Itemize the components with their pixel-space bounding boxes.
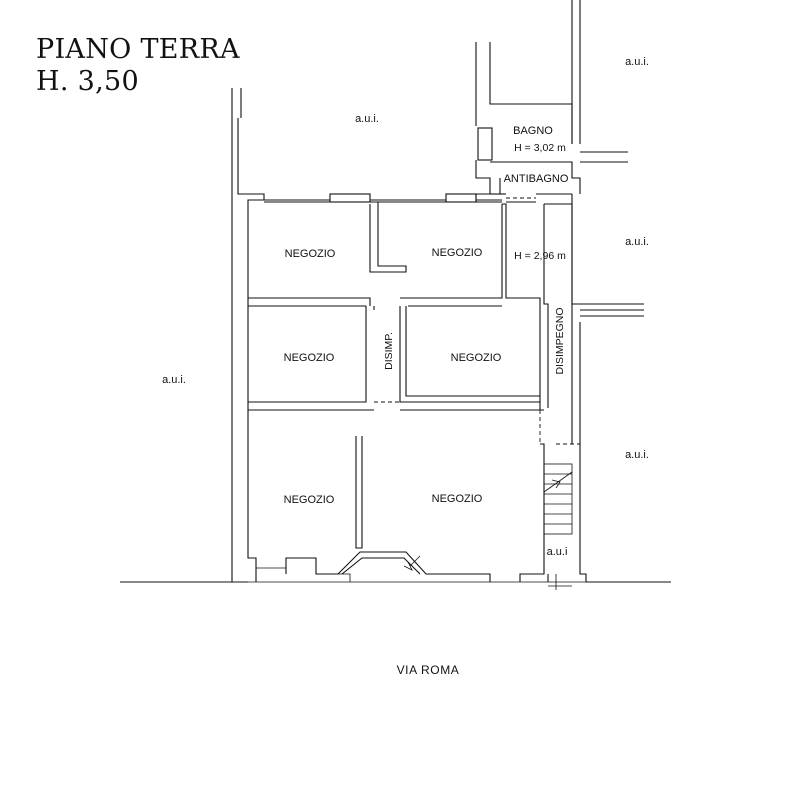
- aui-left-label: a.u.i.: [162, 374, 186, 386]
- room-negozio-6-label: NEGOZIO: [432, 493, 483, 505]
- room-disimpegno-label: DISIMPEGNO: [554, 307, 566, 374]
- room-negozio-3-label: NEGOZIO: [284, 352, 335, 364]
- facade-entrance: [285, 551, 572, 590]
- top-wall: [264, 193, 502, 203]
- room-bagno-height: H = 3,02 m: [514, 142, 566, 154]
- shop-partitions: [248, 202, 572, 575]
- room-bagno-label: BAGNO: [513, 125, 553, 137]
- room-disimp-label: DISIMP.: [383, 332, 395, 370]
- room-negozio-1-label: NEGOZIO: [285, 248, 336, 260]
- room-negozio-2-label: NEGOZIO: [432, 247, 483, 259]
- staircase: [543, 443, 580, 535]
- aui-lower-right-label: a.u.i.: [625, 449, 649, 461]
- plan-height: H. 3,50: [36, 66, 139, 97]
- aui-bottom-small-label: a.u.i: [547, 546, 568, 558]
- aui-top-center-label: a.u.i.: [355, 113, 379, 125]
- room-negozio-5-label: NEGOZIO: [284, 494, 335, 506]
- room-disimpegno-height: H = 2,96 m: [514, 250, 566, 262]
- aui-mid-right-label: a.u.i.: [625, 236, 649, 248]
- right-neighbour-walls: [571, 0, 644, 582]
- aui-top-right-label: a.u.i.: [625, 56, 649, 68]
- room-negozio-4-label: NEGOZIO: [451, 352, 502, 364]
- street-name: VIA ROMA: [397, 663, 460, 677]
- upper-shaft-walls: [475, 42, 581, 203]
- room-antibagno-label: ANTIBAGNO: [504, 173, 569, 185]
- plan-title: PIANO TERRA: [36, 34, 240, 65]
- left-neighbour-wall: [231, 88, 286, 582]
